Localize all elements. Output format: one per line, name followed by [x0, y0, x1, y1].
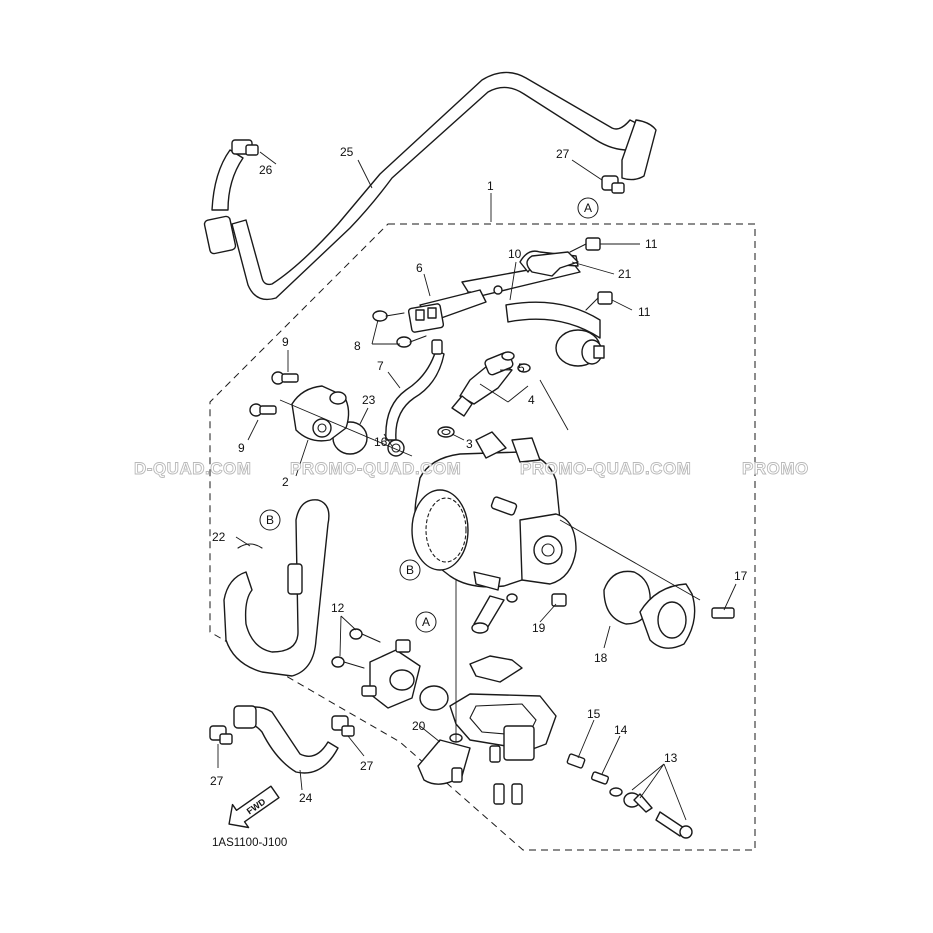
svg-text:A: A: [422, 615, 430, 629]
callout-1: 1: [487, 179, 494, 193]
callout-27-left: 27: [210, 774, 224, 788]
callout-4: 4: [528, 393, 535, 407]
callout-11-bottom: 11: [638, 305, 651, 319]
svg-text:B: B: [406, 563, 414, 577]
seal-3: [437, 426, 455, 438]
watermark-segment-2: PROMO-QUAD.COM: [290, 459, 461, 478]
callout-9-bottom: 9: [238, 441, 245, 455]
fuel-rail-assembly: [407, 250, 605, 367]
hose-assembly-left: [223, 499, 330, 677]
callout-2: 2: [282, 475, 289, 489]
hose-clamp-27-top: [601, 175, 625, 194]
callout-5: 5: [518, 361, 525, 375]
svg-text:B: B: [266, 513, 274, 527]
watermark-segment-3: PROMO-QUAD.COM: [520, 459, 691, 478]
callout-3: 3: [466, 437, 473, 451]
assembly-boundary: [209, 223, 756, 851]
screw-9-upper: [271, 371, 299, 385]
callout-16: 16: [374, 435, 388, 449]
throttle-position-sensor-2: [291, 385, 350, 442]
callout-25: 25: [340, 145, 354, 159]
ref-marker-b-left: B: [259, 509, 281, 531]
ref-marker-a-lower: A: [415, 611, 437, 633]
callout-6: 6: [416, 261, 423, 275]
callout-17: 17: [734, 569, 748, 583]
bracket-21: [526, 251, 579, 277]
mounting-bolt: [471, 595, 505, 634]
diagram-code: 1AS1100-J100: [212, 837, 287, 849]
callout-7: 7: [377, 359, 384, 373]
callout-numbers: 1 2 3 4 5 6 7 8 9 9 10 11 11 12 13 14 15…: [210, 145, 748, 805]
throttle-body: [411, 431, 577, 591]
o-ring-joint: [419, 685, 449, 711]
callout-15: 15: [587, 707, 601, 721]
ref-marker-b-body: B: [399, 559, 421, 581]
svg-text:A: A: [584, 201, 592, 215]
watermark-segment-4: PROMO: [742, 459, 809, 478]
hose-clamp-27-left: [209, 725, 233, 745]
forward-arrow: FWD: [228, 785, 280, 829]
ref-marker-a-top: A: [577, 197, 599, 219]
callout-26: 26: [259, 163, 273, 177]
screw-9-lower: [249, 403, 277, 417]
joint-12: [331, 628, 421, 709]
cap-16: [387, 439, 405, 457]
callout-27-top: 27: [556, 147, 570, 161]
callout-19: 19: [532, 621, 546, 635]
vacuum-hose-7: [385, 339, 445, 441]
callout-23: 23: [362, 393, 376, 407]
callout-27-right: 27: [360, 759, 374, 773]
callout-24: 24: [299, 791, 313, 805]
bolt-11-upper: [569, 237, 601, 253]
callout-10: 10: [508, 247, 522, 261]
fitting-14: [590, 771, 610, 785]
cover-17: [639, 583, 735, 649]
callout-22: 22: [212, 530, 226, 544]
callout-13: 13: [664, 751, 678, 765]
callout-14: 14: [614, 723, 628, 737]
callout-18: 18: [594, 651, 608, 665]
callout-21: 21: [618, 267, 632, 281]
watermark: D-QUAD.COM PROMO-QUAD.COM PROMO-QUAD.COM…: [134, 459, 809, 479]
callout-11-top: 11: [645, 237, 658, 251]
fuel-injector-4: [451, 351, 531, 417]
bolt-11-lower: [585, 291, 613, 311]
fitting-19: [506, 593, 567, 607]
callout-8: 8: [354, 339, 361, 353]
breather-hose-25: [203, 71, 657, 301]
idle-screw-15: [566, 753, 586, 769]
callout-20: 20: [412, 719, 426, 733]
callout-9-top: 9: [282, 335, 289, 349]
screws-8: [372, 310, 427, 348]
watermark-segment-1: D-QUAD.COM: [134, 459, 251, 478]
idle-adjuster-13: [609, 787, 693, 839]
bolts-lower: [451, 745, 523, 805]
hose-clamp-27-right: [331, 715, 355, 737]
lower-gasket: [469, 655, 523, 683]
callout-12: 12: [331, 601, 345, 615]
leader-lines: [217, 151, 737, 821]
hose-24: [233, 705, 339, 774]
intake-spacer: [449, 693, 557, 761]
hose-clamp-26: [231, 139, 259, 156]
